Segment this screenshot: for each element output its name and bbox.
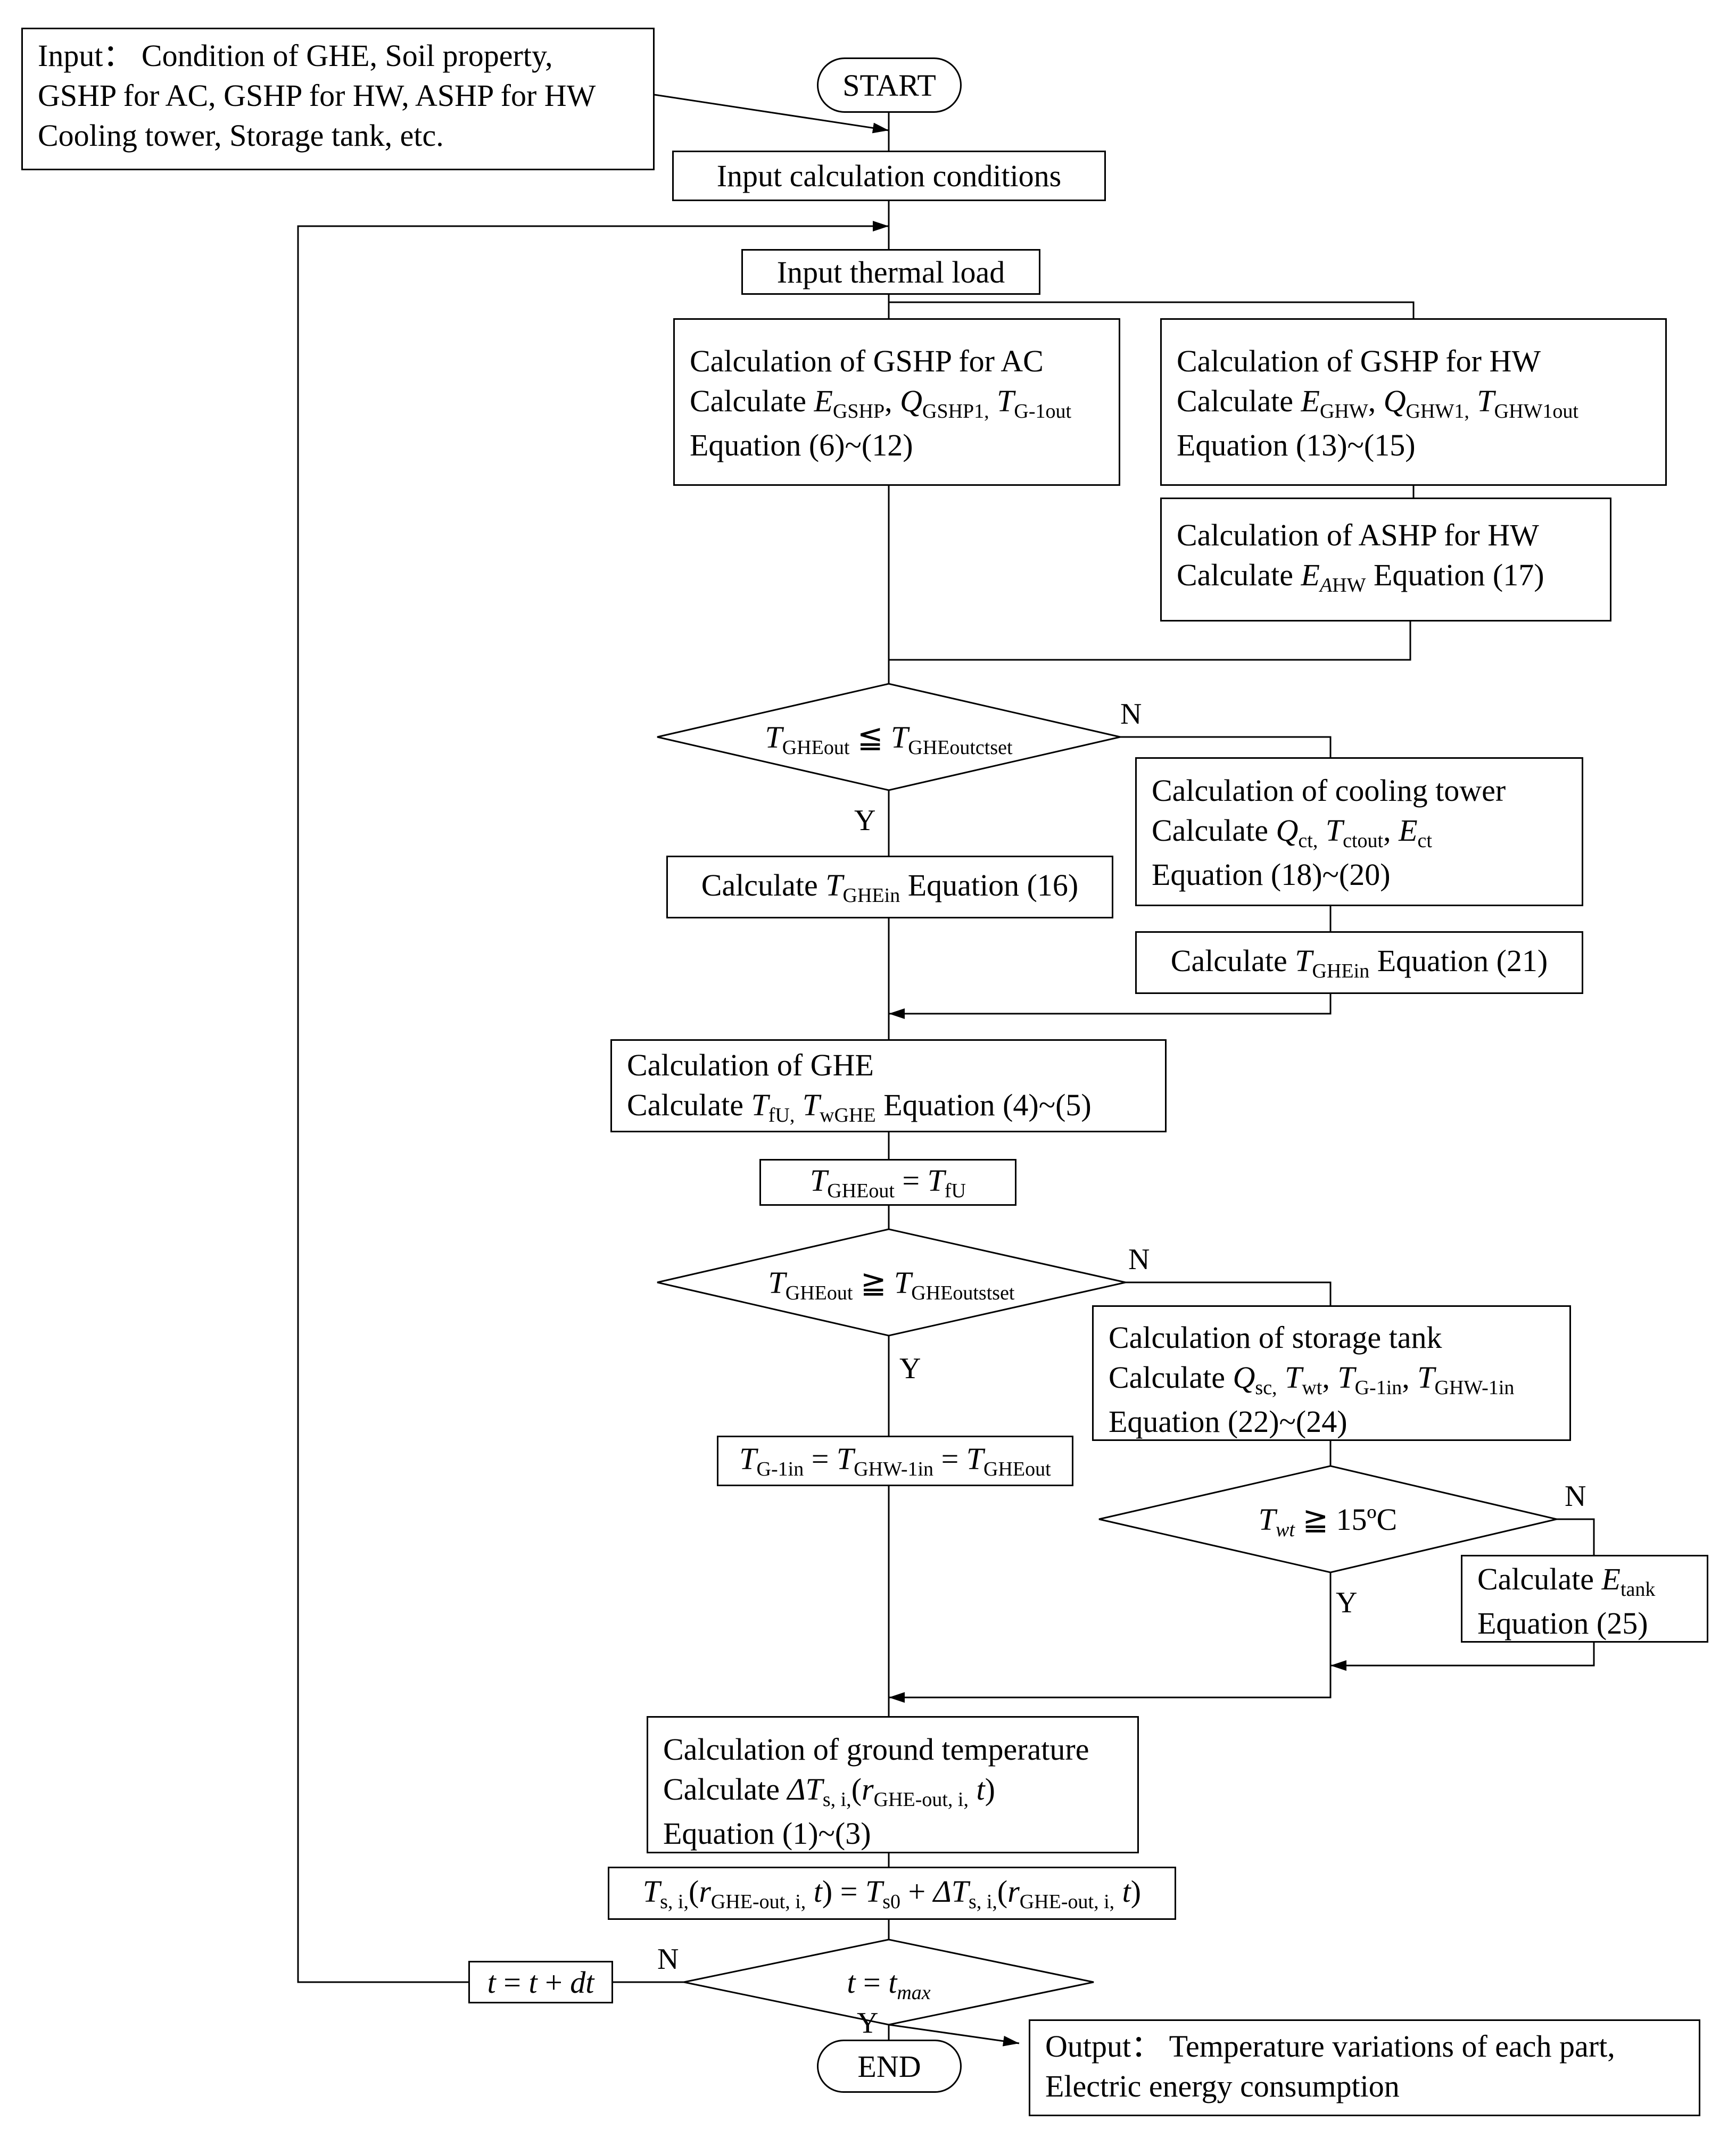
ground-temp-title: Calculation of ground temperature xyxy=(663,1732,1089,1767)
line-decision3-no xyxy=(1557,1518,1595,1556)
cooling-tower-box: Calculation of cooling tower Calculate Q… xyxy=(1135,757,1583,906)
calc-tghein-16-label: Calculate TGHEin Equation (16) xyxy=(701,867,1079,907)
output-arrow xyxy=(888,2024,1020,2047)
ashp-hw-box: Calculation of ASHP for HW Calculate EAH… xyxy=(1160,498,1611,622)
line-calc21-merge xyxy=(889,992,1332,1019)
decision1-no-label: N xyxy=(1120,698,1142,731)
calc-tghein-16-box: Calculate TGHEin Equation (16) xyxy=(666,856,1113,918)
gshp-hw-equation: Equation (13)~(15) xyxy=(1177,428,1416,462)
input-thermal-load-label: Input thermal load xyxy=(776,254,1005,289)
input-box: Input： Condition of GHE, Soil property, … xyxy=(21,28,655,170)
line-decision3-yes xyxy=(889,1572,1332,1703)
cooling-tower-calc: Calculate Qct, Tctout, Ect xyxy=(1152,813,1432,852)
cooling-tower-title: Calculation of cooling tower xyxy=(1152,773,1506,808)
ashp-hw-title: Calculation of ASHP for HW xyxy=(1177,518,1539,552)
ashp-hw-calc: Calculate EAHW Equation (17) xyxy=(1177,558,1544,597)
storage-tank-equation: Equation (22)~(24) xyxy=(1109,1404,1348,1439)
line-ashp-merge xyxy=(889,620,1411,661)
etank-equation: Equation (25) xyxy=(1477,1606,1648,1641)
tg1in-equals-box: TG-1in = TGHW-1in = TGHEout xyxy=(717,1436,1073,1486)
decision1-diamond xyxy=(657,683,1121,791)
etank-box: Calculate Etank Equation (25) xyxy=(1461,1555,1708,1643)
line-decision2-no xyxy=(1126,1281,1332,1306)
ghe-calc: Calculate TfU, TwGHE Equation (4)~(5) xyxy=(627,1088,1092,1126)
ts-equation-box: Ts, i,(rGHE-out, i, t) = Ts0 + ΔTs, i,(r… xyxy=(608,1867,1176,1920)
ts-equation-label: Ts, i,(rGHE-out, i, t) = Ts0 + ΔTs, i,(r… xyxy=(642,1874,1142,1913)
ghe-title: Calculation of GHE xyxy=(627,1048,874,1082)
time-step-box: t = t + dt xyxy=(468,1961,613,2003)
decision3-no-label: N xyxy=(1565,1480,1586,1513)
gshp-ac-calc: Calculate EGSHP, QGSHP1, TG-1out xyxy=(690,384,1072,422)
decision2-no-label: N xyxy=(1128,1243,1150,1276)
tgheout-equals-label: TGHEout = TfU xyxy=(809,1163,966,1202)
storage-tank-box: Calculation of storage tank Calculate Qs… xyxy=(1092,1305,1571,1441)
end-label: END xyxy=(857,2049,921,2084)
line-loop-back xyxy=(297,221,889,1983)
decision2-label: TGHEout ≧ TGHEoutstset xyxy=(768,1265,1015,1304)
gshp-ac-equation: Equation (6)~(12) xyxy=(690,428,913,462)
input-conditions-label: Input calculation conditions xyxy=(716,159,1062,193)
input-line-1: Input： Condition of GHE, Soil property, xyxy=(38,38,553,73)
input-line-3: Cooling tower, Storage tank, etc. xyxy=(38,118,444,153)
decision3-diamond xyxy=(1098,1465,1557,1573)
output-box: Output： Temperature variations of each p… xyxy=(1029,2019,1700,2116)
decision3-yes-label: Y xyxy=(1336,1586,1358,1619)
time-step-label: t = t + dt xyxy=(487,1965,594,2000)
line-etank-merge xyxy=(1330,1642,1595,1671)
ground-temp-equation: Equation (1)~(3) xyxy=(663,1816,871,1851)
decision4-label: t = tmax xyxy=(847,1965,931,2004)
decision2-diamond xyxy=(657,1228,1126,1337)
gshp-hw-box: Calculation of GSHP for HW Calculate EGH… xyxy=(1160,318,1667,486)
output-line-2: Electric energy consumption xyxy=(1045,2069,1400,2103)
decision1-yes-label: Y xyxy=(854,804,876,837)
start-label: START xyxy=(842,68,936,103)
decision4-yes-label: Y xyxy=(857,2007,879,2040)
ground-temp-box: Calculation of ground temperature Calcul… xyxy=(647,1716,1139,1853)
gshp-ac-title: Calculation of GSHP for AC xyxy=(690,344,1044,378)
decision2-yes-label: Y xyxy=(899,1352,921,1385)
ghe-box: Calculation of GHE Calculate TfU, TwGHE … xyxy=(610,1039,1167,1132)
decision4-diamond xyxy=(683,1938,1094,2026)
input-arrow xyxy=(643,92,889,134)
decision4-no-label: N xyxy=(657,1943,679,1976)
storage-tank-calc: Calculate Qsc, Twt, TG-1in, TGHW-1in xyxy=(1109,1360,1515,1399)
decision3-label: Twt ≧ 15ºC xyxy=(1258,1502,1398,1541)
start-terminal: START xyxy=(817,57,962,113)
tg1in-equals-label: TG-1in = TGHW-1in = TGHEout xyxy=(739,1441,1051,1480)
line-decision1-no xyxy=(1120,736,1332,758)
etank-calc: Calculate Etank xyxy=(1477,1562,1656,1601)
line-branch-gshp-hw xyxy=(889,301,1415,319)
calc-tghein-21-box: Calculate TGHEin Equation (21) xyxy=(1135,931,1583,994)
tgheout-equals-box: TGHEout = TfU xyxy=(759,1159,1016,1206)
storage-tank-title: Calculation of storage tank xyxy=(1109,1320,1442,1355)
gshp-hw-title: Calculation of GSHP for HW xyxy=(1177,344,1541,378)
gshp-hw-calc: Calculate EGHW, QGHW1, TGHW1out xyxy=(1177,384,1578,422)
end-terminal: END xyxy=(817,2040,962,2093)
gshp-ac-box: Calculation of GSHP for AC Calculate EGS… xyxy=(673,318,1120,486)
input-thermal-load-box: Input thermal load xyxy=(741,249,1040,295)
decision1-label: TGHEout ≦ TGHEoutctset xyxy=(765,720,1013,759)
ground-temp-calc: Calculate ΔTs, i,(rGHE-out, i, t) xyxy=(663,1772,995,1811)
cooling-tower-equation: Equation (18)~(20) xyxy=(1152,857,1391,892)
input-line-2: GSHP for AC, GSHP for HW, ASHP for HW xyxy=(38,78,596,113)
output-line-1: Output： Temperature variations of each p… xyxy=(1045,2029,1615,2064)
input-conditions-box: Input calculation conditions xyxy=(672,151,1106,201)
calc-tghein-21-label: Calculate TGHEin Equation (21) xyxy=(1170,943,1548,982)
